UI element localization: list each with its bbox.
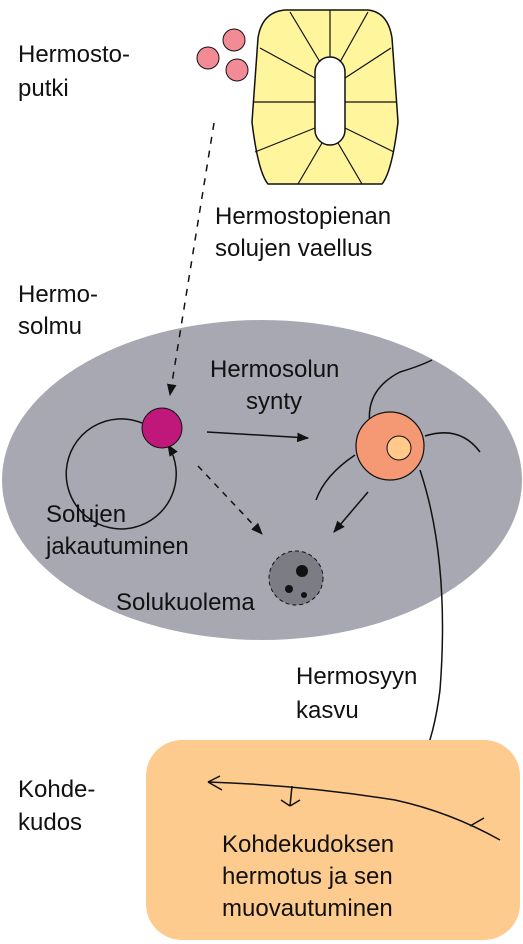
dying-cell — [269, 551, 323, 605]
neural-tube-lumen — [315, 57, 345, 145]
migrating-cell — [197, 47, 219, 69]
apoptotic-fragment — [296, 565, 308, 577]
apoptotic-fragment — [301, 592, 307, 598]
dividing-cell — [142, 408, 182, 448]
migrating-cell — [223, 29, 245, 51]
neuron-nucleus — [387, 436, 411, 460]
neural-tube — [252, 10, 398, 184]
label-apoptosis: Solukuolema — [116, 589, 255, 616]
label-ganglion: Hermo- solmu — [18, 281, 105, 340]
apoptotic-fragment — [285, 585, 293, 593]
label-neural-tube: Hermosto- putki — [18, 41, 137, 102]
label-axon-growth: Hermosyyn kasvu — [296, 663, 424, 724]
label-migration: Hermostopienan solujen vaellus — [215, 203, 398, 262]
migrating-cells — [197, 29, 248, 81]
label-target: Kohde- kudos — [18, 776, 102, 836]
migrating-cell — [226, 59, 248, 81]
label-target-text: Kohdekudoksen hermotus ja sen muovautumi… — [222, 831, 401, 922]
